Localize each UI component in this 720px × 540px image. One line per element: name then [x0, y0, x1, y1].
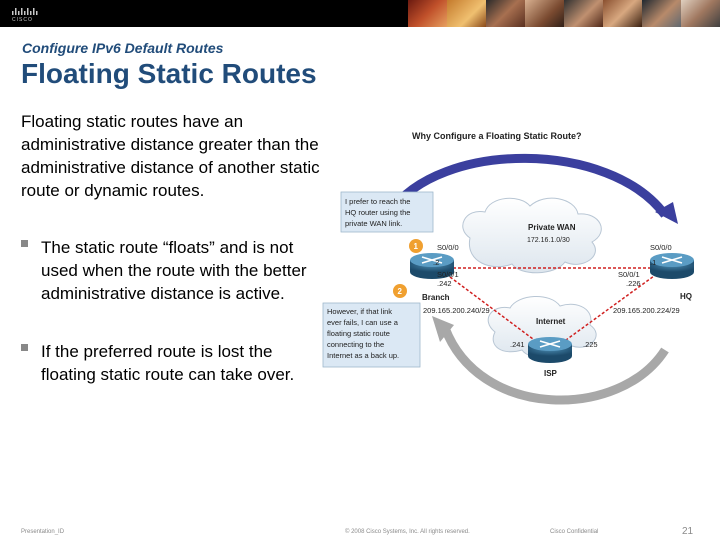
- private-wan-label: Private WAN: [528, 223, 576, 232]
- svg-text:floating static route: floating static route: [327, 329, 390, 338]
- private-net-label: 172.16.1.0/30: [527, 237, 570, 244]
- hq-if2-label: S0/0/1: [618, 270, 640, 279]
- preferred-path-arrow: [386, 153, 669, 218]
- preferred-arrowhead-icon: [655, 202, 678, 224]
- backup-path-arrow: [440, 326, 669, 405]
- branch-router-icon: [410, 253, 454, 279]
- photo-strip: [408, 0, 720, 27]
- isp-label: ISP: [544, 369, 558, 378]
- slide-title: Floating Static Routes: [21, 58, 317, 89]
- internet-label: Internet: [536, 317, 566, 326]
- page-number: 21: [682, 526, 694, 537]
- hq-if1-label: S0/0/0: [650, 243, 672, 252]
- hq-if2-host: .226: [626, 279, 641, 288]
- bullet-text: If the preferred route is lost the float…: [41, 342, 295, 384]
- step-badge-2: 2: [393, 284, 407, 298]
- bullet-item: The static route “floats” and is not use…: [21, 236, 321, 305]
- branch-if1-host: .2: [433, 258, 439, 267]
- branch-label: Branch: [422, 293, 450, 302]
- callout-preferred: I prefer to reach the HQ router using th…: [340, 191, 434, 233]
- bullet-square-icon: [21, 240, 28, 247]
- hq-router-icon: [650, 253, 694, 279]
- intro-paragraph: Floating static routes have an administr…: [21, 112, 320, 200]
- hq-if1-host: .1: [650, 258, 656, 267]
- hq-isp-link: [554, 267, 666, 349]
- isp-router-icon: [528, 337, 572, 363]
- hq-net-label: 209.165.200.224/29: [613, 306, 680, 315]
- svg-text:Internet as a back up.: Internet as a back up.: [327, 351, 399, 360]
- isp-left-host: .241: [510, 340, 525, 349]
- footer-presentation-id: Presentation_ID: [21, 529, 65, 535]
- branch-if2-host: .242: [437, 279, 452, 288]
- bullet-text: The static route “floats” and is not use…: [41, 238, 307, 303]
- private-wan-cloud: [462, 197, 602, 274]
- svg-text:However, if that link: However, if that link: [327, 307, 392, 316]
- branch-if1-label: S0/0/0: [437, 243, 459, 252]
- svg-text:I prefer to reach the: I prefer to reach the: [345, 197, 410, 206]
- svg-text:private WAN link.: private WAN link.: [345, 219, 402, 228]
- top-banner: CISCO: [0, 0, 720, 27]
- bullet-square-icon: [21, 344, 28, 351]
- diagram-title: Why Configure a Floating Static Route?: [412, 131, 582, 141]
- branch-isp-link: [437, 267, 546, 349]
- hq-label: HQ: [680, 292, 692, 301]
- footer-copyright: © 2008 Cisco Systems, Inc. All rights re…: [345, 529, 470, 535]
- branch-if2-label: S0/0/1: [437, 270, 459, 279]
- svg-text:connecting to the: connecting to the: [327, 340, 384, 349]
- callout-backup: However, if that link ever fails, I can …: [322, 302, 421, 368]
- backup-arrowhead-icon: [432, 316, 454, 342]
- slide-subtitle: Configure IPv6 Default Routes: [22, 40, 224, 56]
- bullet-item: If the preferred route is lost the float…: [21, 340, 321, 386]
- branch-net-label: 209.165.200.240/29: [423, 306, 490, 315]
- step-badge-1: 1: [409, 239, 423, 253]
- floating-route-diagram: Why Configure a Floating Static Route? P…: [322, 131, 694, 405]
- footer-confidential: Cisco Confidential: [550, 529, 599, 535]
- svg-text:ever fails, I can use a: ever fails, I can use a: [327, 318, 399, 327]
- isp-right-host: .225: [583, 340, 598, 349]
- logo-text: CISCO: [12, 17, 33, 23]
- svg-text:2: 2: [398, 287, 403, 296]
- cisco-logo-icon: [12, 8, 38, 15]
- svg-text:1: 1: [414, 242, 419, 251]
- svg-text:HQ router using the: HQ router using the: [345, 208, 410, 217]
